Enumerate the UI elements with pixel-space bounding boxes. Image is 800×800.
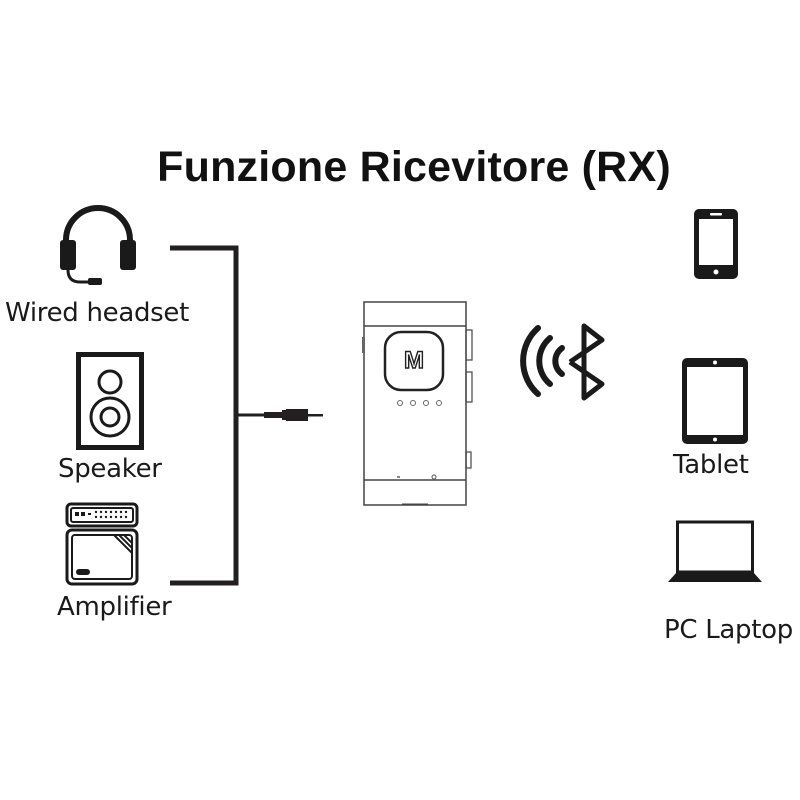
bracket-line	[170, 245, 239, 586]
tablet-icon	[682, 358, 748, 444]
wired-headset-label: Wired headset	[5, 298, 189, 328]
pc-laptop-label: PC Laptop	[664, 615, 793, 645]
amplifier-icon	[65, 502, 139, 586]
speaker-icon	[76, 352, 144, 450]
audio-jack-icon	[264, 409, 323, 421]
led-dot	[436, 400, 442, 406]
laptop-icon	[668, 520, 762, 582]
speaker-label: Speaker	[58, 454, 162, 484]
led-indicators	[397, 400, 442, 406]
led-dot	[423, 400, 429, 406]
bluetooth-symbol	[568, 323, 605, 401]
smartphone-icon	[694, 209, 738, 279]
headset-icon	[60, 205, 136, 285]
tablet-label: Tablet	[673, 450, 749, 480]
diagram-title: Funzione Ricevitore (RX)	[157, 143, 671, 191]
led-dot	[397, 400, 403, 406]
bluetooth-wave-icon	[520, 323, 605, 401]
amplifier-label: Amplifier	[57, 592, 172, 622]
m-button-label: M	[403, 346, 424, 374]
led-dot	[410, 400, 416, 406]
multifunction-button[interactable]: M	[385, 332, 443, 390]
receiver-device-icon	[362, 301, 473, 506]
